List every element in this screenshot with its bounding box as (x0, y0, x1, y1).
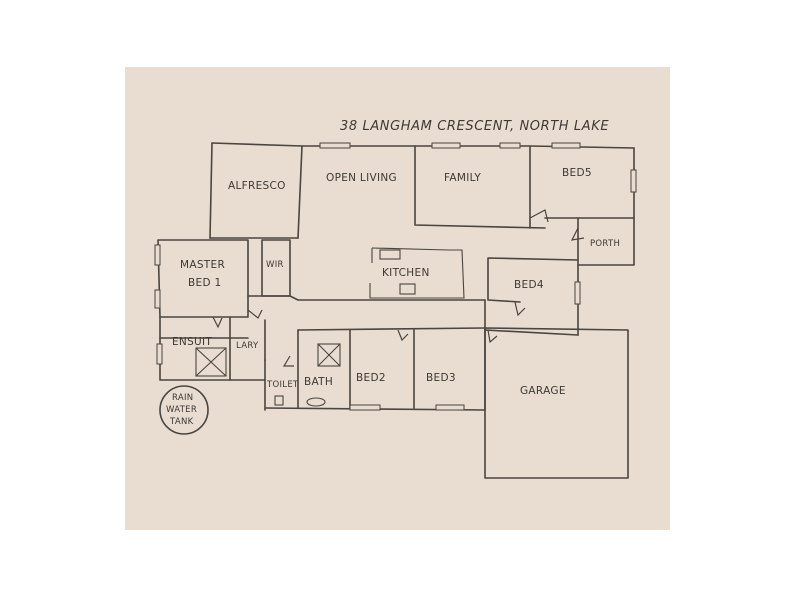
outer-walls (157, 142, 635, 479)
windows (154, 142, 637, 411)
label-tank-line1: RAIN (172, 393, 193, 403)
label-toilet: TOILET (266, 380, 299, 390)
label-bed4: BED4 (514, 279, 544, 291)
label-lary: LARY (236, 341, 259, 351)
room-labels: ALFRESCO OPEN LIVING FAMILY BED5 PORTH M… (166, 167, 620, 427)
label-garage: GARAGE (520, 385, 566, 397)
label-master-line2: BED 1 (188, 277, 221, 289)
rain-water-tank (159, 385, 209, 435)
label-bed3: BED3 (426, 372, 456, 384)
label-porth: PORTH (590, 239, 620, 249)
plan-title: 38 LANGHAM CRESCENT, NORTH LAKE (340, 119, 609, 134)
label-kitchen: KITCHEN (382, 267, 430, 279)
label-alfresco: ALFRESCO (228, 180, 286, 192)
label-family: FAMILY (444, 172, 481, 184)
label-tank-line3: TANK (169, 417, 194, 427)
interior-walls (159, 145, 635, 411)
label-wir: WIR (266, 260, 284, 270)
label-bath: BATH (304, 376, 333, 388)
label-open-living: OPEN LIVING (326, 172, 397, 184)
label-tank-line2: WATER (166, 405, 197, 415)
label-bed5: BED5 (562, 167, 592, 179)
label-ensuit: ENSUIT (172, 336, 212, 348)
label-bed2: BED2 (356, 372, 386, 384)
label-master-line1: MASTER (180, 259, 225, 271)
doors (212, 209, 585, 367)
